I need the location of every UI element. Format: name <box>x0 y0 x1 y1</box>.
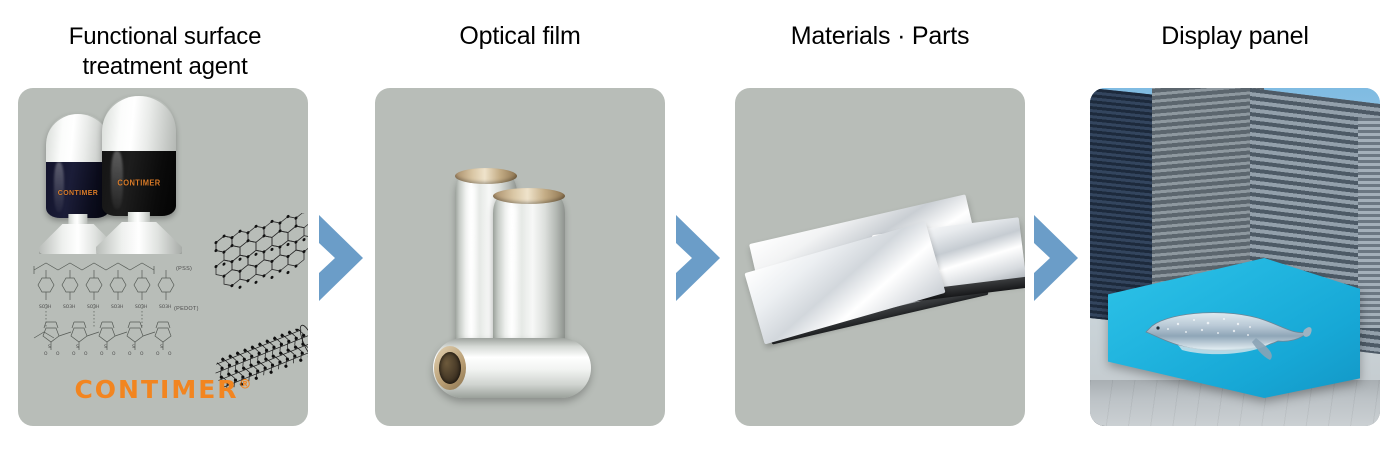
arrow-3-chevron-right-icon <box>1030 213 1082 303</box>
chem-label-pedot: (PEDOT) <box>174 306 199 312</box>
arrow-1-chevron-right-icon <box>315 213 367 303</box>
brand-text: CONTIMER <box>74 375 239 404</box>
pedot-pss-chemical-structure: SO3H SO3H SO3H SO3H SO3H SO3H O O O O O O O… <box>30 256 190 366</box>
arrow-2-chevron-right-icon <box>672 213 724 303</box>
stage-image-functional-surface-treatment-agent: CONTIMER CONTIMER <box>18 88 308 426</box>
graphene-lattice-illustration <box>208 208 308 313</box>
svg-text:S: S <box>132 344 135 350</box>
svg-text:SO3H: SO3H <box>39 304 51 310</box>
svg-text:S: S <box>104 344 107 350</box>
svg-text:O: O <box>44 351 48 357</box>
contimer-brand-logo: CONTIMER® <box>18 375 308 404</box>
svg-text:O: O <box>168 351 172 357</box>
svg-text:SO3H: SO3H <box>135 304 147 310</box>
registered-mark: ® <box>238 377 252 393</box>
stage-image-optical-film <box>375 88 665 426</box>
stage-title-1: Functional surface treatment agent <box>68 23 262 80</box>
bottle-label-right: CONTIMER <box>117 177 161 188</box>
building-podium <box>1090 380 1380 426</box>
svg-text:O: O <box>156 351 160 357</box>
svg-text:S: S <box>160 344 163 350</box>
svg-text:SO3H: SO3H <box>159 304 171 310</box>
building-far-right <box>1358 118 1380 328</box>
svg-text:O: O <box>140 351 144 357</box>
stage-image-display-panel <box>1090 88 1380 426</box>
stage-title-4: Display panel <box>1161 22 1309 50</box>
bottle-label-left: CONTIMER <box>57 189 99 198</box>
led-display-screen <box>1108 258 1360 398</box>
coating-bottle-left: CONTIMER <box>39 114 117 254</box>
svg-text:O: O <box>128 351 132 357</box>
chem-label-pss: (PSS) <box>176 266 193 272</box>
svg-text:SO3H: SO3H <box>111 304 123 310</box>
svg-text:O: O <box>72 351 76 357</box>
svg-text:O: O <box>84 351 88 357</box>
svg-text:S: S <box>48 344 51 350</box>
stage-title-2: Optical film <box>459 22 581 50</box>
whale-graphic <box>1138 302 1314 364</box>
film-roll-front-horizontal <box>433 338 591 398</box>
svg-text:S: S <box>76 344 79 350</box>
carbon-nanotube-illustration <box>206 310 308 410</box>
coating-bottle-right: CONTIMER <box>96 96 182 256</box>
svg-text:O: O <box>100 351 104 357</box>
svg-text:O: O <box>112 351 116 357</box>
svg-text:SO3H: SO3H <box>87 304 99 310</box>
svg-text:SO3H: SO3H <box>63 304 75 310</box>
svg-text:O: O <box>56 351 60 357</box>
stage-image-materials-parts <box>735 88 1025 426</box>
stage-title-3: Materials · Parts <box>790 22 970 50</box>
